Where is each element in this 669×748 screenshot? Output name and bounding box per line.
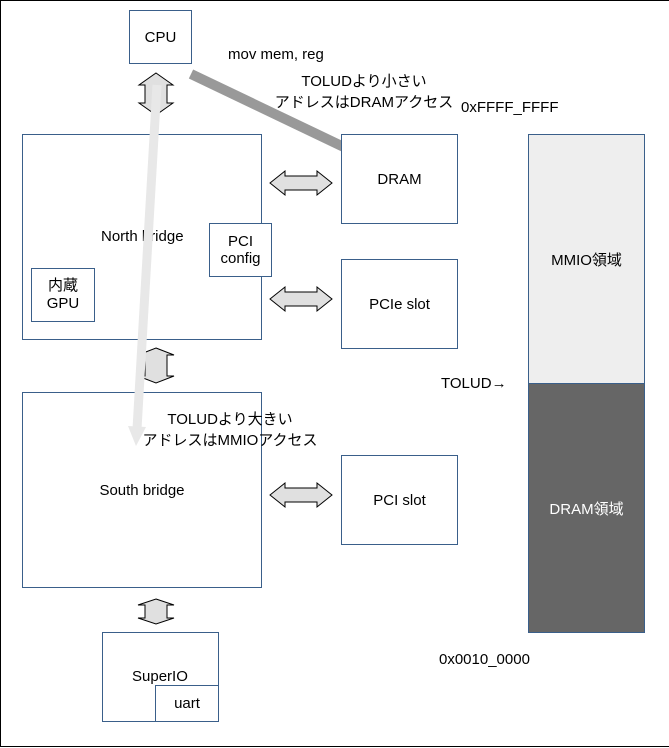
dram-access-arrow-shaft [188, 69, 353, 155]
south-bridge-label: South bridge [99, 481, 185, 499]
southbridge-superio-bus-arrow [137, 598, 175, 625]
north-bridge-label: North bridge [101, 228, 184, 245]
dram-label: DRAM [377, 170, 422, 188]
tolud-higher-annotation: TOLUDより大きい アドレスはMMIOアクセス [142, 411, 318, 449]
tolud-marker-label: TOLUD→ [441, 375, 507, 392]
mmio-region-label: MMIO領域 [551, 251, 622, 269]
mmio-region-block: MMIO領域 [528, 134, 645, 384]
southbridge-pci-bus-arrow [269, 481, 333, 509]
south-bridge-box: South bridge [22, 392, 262, 588]
tolud-lower-annotation: TOLUDより小さい アドレスはDRAMアクセス [274, 73, 454, 111]
bottom-address-label: 0x0010_0000 [439, 651, 530, 668]
internal-gpu-label: 内蔵 GPU [46, 277, 80, 312]
pcie-slot-label: PCIe slot [369, 295, 430, 313]
pcie-slot-box: PCIe slot [341, 259, 458, 349]
mov-instruction-label: mov mem, reg [228, 46, 324, 63]
dram-region-block: DRAM領域 [528, 383, 645, 633]
mmio-access-arrowhead [128, 426, 146, 446]
superio-label: SuperIO [132, 668, 188, 685]
internal-gpu-box: 内蔵 GPU [31, 268, 95, 322]
mmio-access-arrow-shaft [132, 84, 162, 430]
dram-region-label: DRAM領域 [549, 500, 624, 518]
pci-slot-box: PCI slot [341, 455, 458, 545]
northbridge-dram-bus-arrow [269, 169, 333, 197]
dram-box: DRAM [341, 134, 458, 224]
pci-slot-label: PCI slot [373, 491, 426, 509]
cpu-label: CPU [144, 28, 177, 46]
pci-config-label: PCI config [220, 233, 261, 267]
top-address-label: 0xFFFF_FFFF [461, 99, 559, 116]
uart-label: uart [174, 695, 200, 712]
pci-config-box: PCI config [209, 223, 272, 277]
uart-box: uart [155, 685, 219, 722]
northbridge-pcie-bus-arrow [269, 285, 333, 313]
cpu-box: CPU [129, 10, 192, 64]
